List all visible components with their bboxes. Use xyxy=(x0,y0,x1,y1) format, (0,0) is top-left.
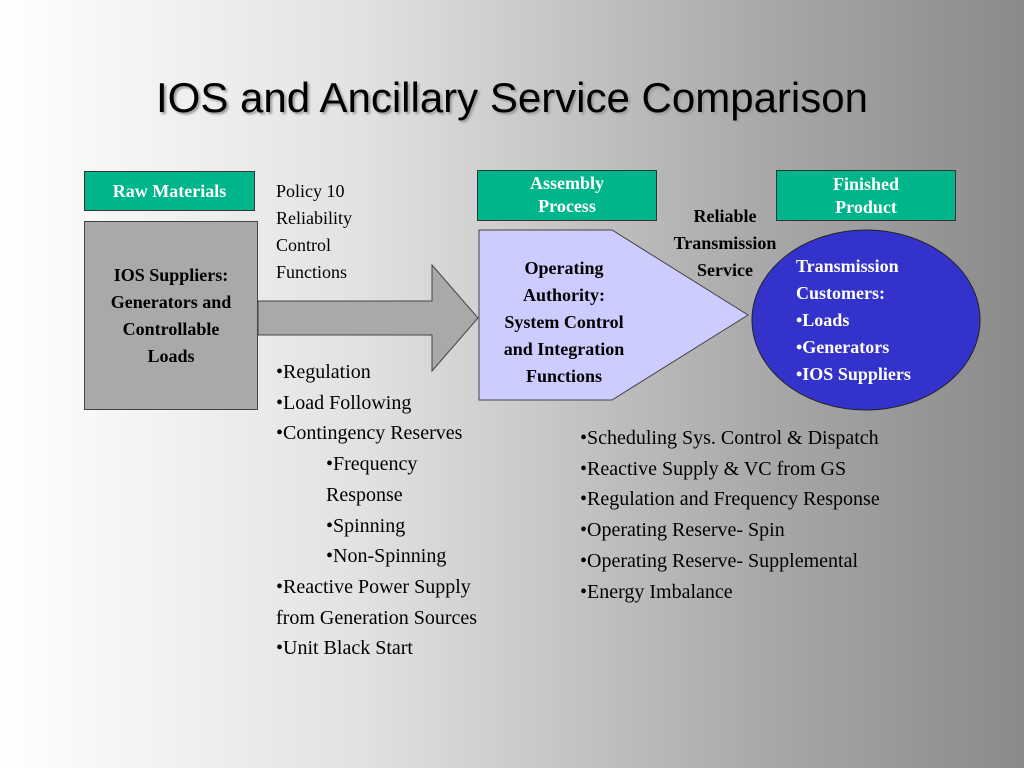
list-item: •Reactive Power Supply from Generation S… xyxy=(276,575,478,629)
policy-10-text: Policy 10 Reliability Control Functions xyxy=(276,178,352,286)
reliable-line: Transmission xyxy=(673,233,777,253)
raw-materials-label: Raw Materials xyxy=(84,171,255,211)
customer-ellipse xyxy=(751,229,981,411)
product-services-list: •Scheduling Sys. Control & Dispatch •Rea… xyxy=(580,423,880,607)
list-item: •Reactive Supply & VC from GS xyxy=(580,457,847,480)
slide-title: IOS and Ancillary Service Comparison xyxy=(156,74,868,121)
list-item: •Unit Black Start xyxy=(276,637,413,660)
finished-line-2: Product xyxy=(835,196,897,217)
reliable-transmission-service-text: Reliable Transmission Service xyxy=(655,203,795,284)
customer-line: •Loads xyxy=(796,310,850,330)
ios-suppliers-box: IOS Suppliers: Generators and Controllab… xyxy=(84,221,258,410)
customer-line: Customers: xyxy=(796,283,885,303)
transmission-customers-text: Transmission Customers: •Loads •Generato… xyxy=(796,253,911,388)
customer-line: •Generators xyxy=(796,337,890,357)
customer-line: •IOS Suppliers xyxy=(796,364,911,384)
assembly-line-1: Assembly xyxy=(529,173,604,193)
flow-arrow xyxy=(257,263,479,373)
supplier-line-4: Loads xyxy=(147,345,195,366)
operating-line: Functions xyxy=(525,366,603,386)
reliable-line: Reliable xyxy=(693,206,757,226)
raw-materials-text: Raw Materials xyxy=(112,181,227,201)
operating-line: Authority: xyxy=(523,285,605,305)
operating-authority-text: Operating Authority: System Control and … xyxy=(480,255,648,390)
list-item: •Regulation xyxy=(276,361,371,383)
list-item: •Operating Reserve- Spin xyxy=(580,519,785,542)
supplier-line-1: IOS Suppliers: xyxy=(113,264,229,285)
list-item: •Energy Imbalance xyxy=(580,580,733,603)
list-item: •Scheduling Sys. Control & Dispatch xyxy=(580,427,879,449)
raw-services-list: •Regulation •Load Following •Contingency… xyxy=(276,357,491,664)
policy-line: Functions xyxy=(276,262,348,282)
list-item: •Spinning xyxy=(326,514,406,537)
list-item: •Non-Spinning xyxy=(326,545,447,568)
customer-line: Transmission xyxy=(796,256,899,276)
list-item: •Contingency Reserves xyxy=(276,422,463,445)
reliable-line: Service xyxy=(697,260,753,280)
list-item: •Frequency Response xyxy=(326,453,418,506)
assembly-line-2: Process xyxy=(538,195,596,216)
supplier-line-3: Controllable xyxy=(122,318,220,339)
policy-line: Control xyxy=(276,235,332,255)
operating-line: and Integration xyxy=(503,339,625,359)
finished-line-1: Finished xyxy=(832,174,900,194)
policy-line: Policy 10 xyxy=(276,181,345,201)
operating-line: System Control xyxy=(504,312,624,332)
supplier-line-2: Generators and xyxy=(110,291,232,312)
list-item: •Load Following xyxy=(276,391,412,414)
policy-line: Reliability xyxy=(276,208,352,228)
operating-line: Operating xyxy=(524,258,604,278)
assembly-pentagon xyxy=(478,229,749,401)
finished-product-label: Finished Product xyxy=(776,170,956,221)
list-item: •Regulation and Frequency Response xyxy=(580,488,880,511)
assembly-process-label: Assembly Process xyxy=(477,170,657,221)
list-item: •Operating Reserve- Supplemental xyxy=(580,549,859,572)
